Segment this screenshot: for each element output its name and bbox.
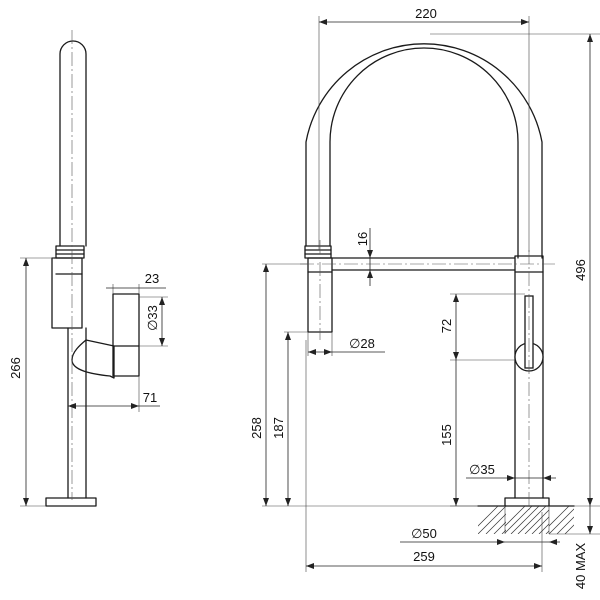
side-view: 266 23 ∅33 71 [8,30,168,507]
front-collar [304,245,332,259]
dim-187: 187 [271,417,286,439]
dim-266: 266 [8,357,23,379]
side-lever [112,293,140,377]
dim-496: 496 [573,259,588,281]
dim-dia-50: ∅50 [411,526,437,541]
dim-71: 71 [143,390,157,405]
dim-155: 155 [439,424,454,446]
side-handle [71,339,115,379]
side-spout-tube [59,40,87,247]
dim-dia-33: ∅33 [145,305,160,331]
side-base [45,497,97,507]
front-arch-outer [305,43,543,259]
side-collar [55,245,85,259]
dim-258: 258 [249,417,264,439]
dim-259: 259 [413,549,435,564]
dim-40-max: 40 MAX [573,543,588,590]
dim-dia-28: ∅28 [349,336,375,351]
front-view: 220 496 16 ∅28 72 155 [249,6,600,589]
dim-dia-35: ∅35 [469,462,495,477]
dim-220: 220 [415,6,437,21]
front-base [504,497,550,507]
front-body-tube [514,271,544,499]
dim-23: 23 [145,271,159,286]
counter-hatch [478,506,574,534]
dim-16: 16 [355,232,370,246]
side-body-tube [67,327,87,499]
side-sleeve [51,257,83,329]
dim-72: 72 [439,319,454,333]
front-arch-inner [329,47,519,259]
